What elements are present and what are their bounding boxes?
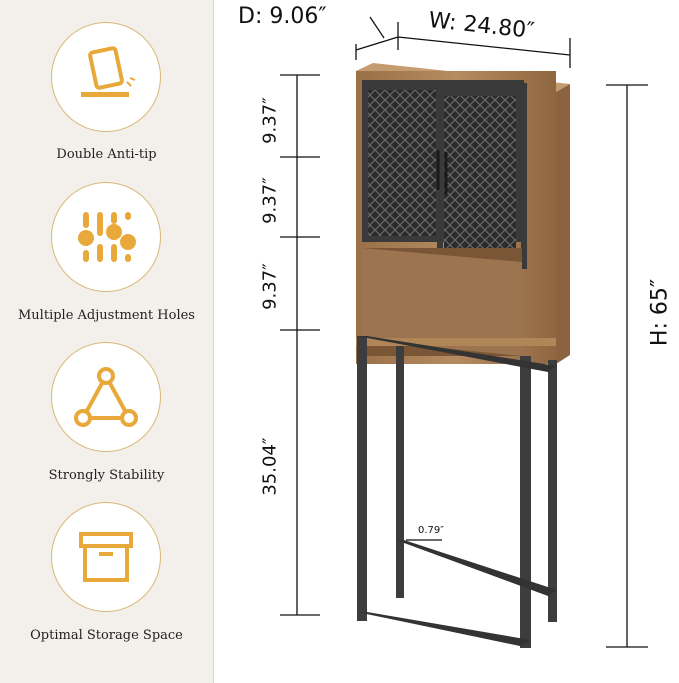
triangle-stability-icon — [51, 342, 161, 452]
shelf-height-label-3: 9.37″ — [259, 263, 281, 310]
adjustment-sliders-icon — [51, 182, 161, 292]
depth-label: D: 9.06″ — [238, 4, 327, 29]
cabinet-body — [356, 63, 570, 364]
leg-height-label: 35.04″ — [259, 437, 281, 496]
feature-label: Double Anti-tip — [56, 147, 157, 162]
height-label: H: 65″ — [647, 278, 673, 347]
metal-frame — [357, 336, 557, 648]
tube-thickness-label: 0.79″ — [418, 525, 445, 536]
feature-label: Multiple Adjustment Holes — [18, 308, 195, 323]
storage-box-icon — [51, 502, 161, 612]
feature-label: Optimal Storage Space — [30, 628, 183, 643]
shelf-height-label-1: 9.37″ — [259, 97, 281, 144]
shelf-height-label-2: 9.37″ — [259, 177, 281, 224]
dimension-lines — [280, 16, 648, 648]
feature-label: Strongly Stability — [48, 468, 165, 483]
anti-tip-icon — [51, 22, 161, 132]
features-panel: Double Anti-tip Multiple A — [0, 0, 214, 683]
